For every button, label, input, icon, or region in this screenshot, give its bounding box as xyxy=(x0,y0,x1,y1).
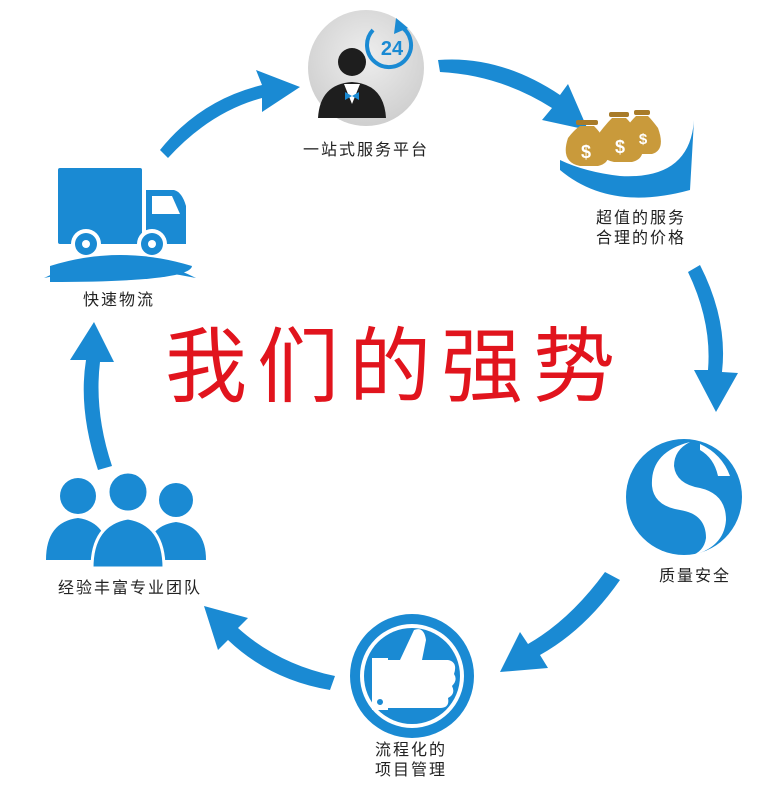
thumbs-up-icon xyxy=(350,614,474,738)
svg-text:$: $ xyxy=(615,137,625,157)
delivery-truck-icon xyxy=(44,168,196,282)
service-agent-24h-icon xyxy=(318,18,414,118)
process-label-line1: 流程化的 xyxy=(374,740,447,759)
label-logistics: 快速物流 xyxy=(64,290,174,310)
arrow-process-to-team xyxy=(204,606,335,690)
quality-logo-icon xyxy=(626,439,742,556)
node-platform: 24 xyxy=(308,10,424,126)
label-quality: 质量安全 xyxy=(640,566,750,586)
arrow-price-to-quality xyxy=(688,265,738,412)
team-people-icon xyxy=(46,470,206,570)
svg-text:$: $ xyxy=(639,131,648,148)
svg-text:$: $ xyxy=(581,142,591,162)
team-label: 经验丰富专业团队 xyxy=(57,578,202,597)
process-label-line2: 项目管理 xyxy=(374,760,447,779)
cycle-arrows xyxy=(70,59,738,690)
arrow-platform-to-price xyxy=(438,59,588,130)
platform-label: 一站式服务平台 xyxy=(302,140,429,159)
label-price: 超值的服务 合理的价格 xyxy=(576,208,706,248)
main-title: 我们的强势 xyxy=(164,320,625,415)
price-label-line1: 超值的服务 xyxy=(595,208,686,227)
arrow-team-to-logistics xyxy=(70,322,114,470)
arrow-quality-to-process xyxy=(500,572,620,672)
node-process xyxy=(350,614,474,738)
label-process: 流程化的 项目管理 xyxy=(356,740,466,780)
node-quality xyxy=(626,439,742,556)
node-price: $ $ $ xyxy=(560,110,694,198)
label-platform: 一站式服务平台 xyxy=(296,140,436,160)
price-swoosh xyxy=(560,120,694,198)
quality-label: 质量安全 xyxy=(658,566,731,585)
node-team xyxy=(46,470,206,570)
arrow-logistics-to-platform xyxy=(160,70,300,158)
logistics-label: 快速物流 xyxy=(82,290,155,309)
label-team: 经验丰富专业团队 xyxy=(40,578,220,598)
node-logistics xyxy=(44,168,196,282)
price-label-line2: 合理的价格 xyxy=(595,228,686,247)
money-bags-icon: $ $ $ xyxy=(565,110,661,166)
platform-badge: 24 xyxy=(381,38,404,60)
